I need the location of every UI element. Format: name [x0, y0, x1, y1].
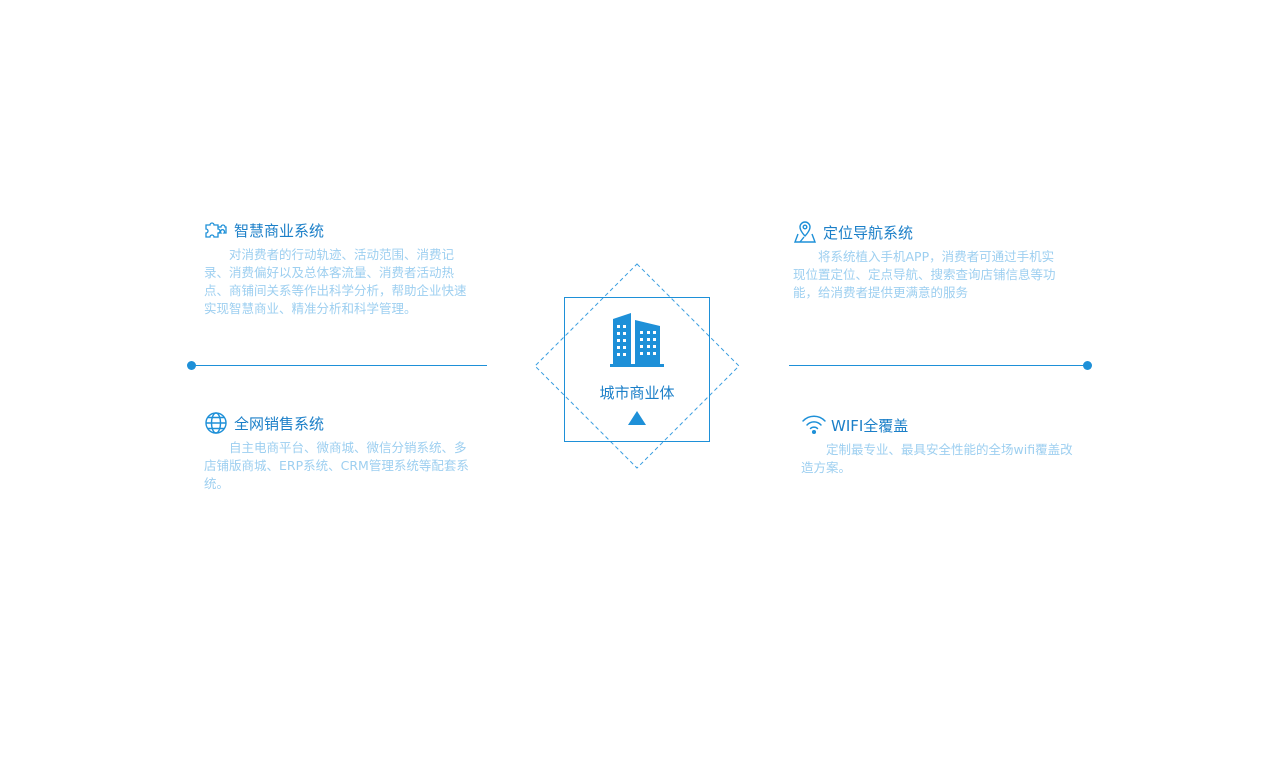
triangle-marker-icon — [628, 411, 646, 425]
map-pin-icon — [793, 220, 817, 244]
feature-description: 定制最专业、最具安全性能的全场wifi覆盖改造方案。 — [801, 442, 1073, 475]
feature-title: 全网销售系统 — [234, 414, 325, 433]
globe-icon — [204, 411, 228, 435]
center-emblem — [534, 263, 740, 469]
feature-wifi: WIFI全覆盖 定制最专业、最具安全性能的全场wifi覆盖改造方案。 — [801, 413, 1073, 477]
puzzle-icon — [204, 218, 228, 242]
feature-smart-commerce: 智慧商业系统 对消费者的行动轨迹、活动范围、消费记录、消费偏好以及总体客流量、消… — [204, 218, 476, 318]
feature-description: 将系统植入手机APP，消费者可通过手机实现位置定位、定点导航、搜索查询店铺信息等… — [793, 249, 1056, 300]
right-connector-line — [789, 365, 1088, 366]
left-connector-dot — [187, 361, 196, 370]
building-icon — [610, 313, 664, 367]
left-connector-line — [192, 365, 487, 366]
feature-navigation: 定位导航系统 将系统植入手机APP，消费者可通过手机实现位置定位、定点导航、搜索… — [793, 220, 1065, 302]
wifi-icon — [801, 413, 826, 437]
feature-omni-sales: 全网销售系统 自主电商平台、微商城、微信分销系统、多店铺版商城、ERP系统、CR… — [204, 411, 476, 493]
feature-head: 定位导航系统 — [793, 220, 1065, 244]
feature-head: 全网销售系统 — [204, 411, 476, 435]
feature-head: 智慧商业系统 — [204, 218, 476, 242]
right-connector-dot — [1083, 361, 1092, 370]
feature-description: 对消费者的行动轨迹、活动范围、消费记录、消费偏好以及总体客流量、消费者活动热点、… — [204, 247, 467, 316]
feature-description: 自主电商平台、微商城、微信分销系统、多店铺版商城、ERP系统、CRM管理系统等配… — [204, 440, 469, 491]
feature-title: WIFI全覆盖 — [831, 416, 909, 435]
center-label: 城市商业体 — [599, 384, 675, 402]
feature-title: 定位导航系统 — [823, 223, 914, 242]
feature-title: 智慧商业系统 — [234, 221, 325, 240]
feature-head: WIFI全覆盖 — [801, 413, 1073, 437]
